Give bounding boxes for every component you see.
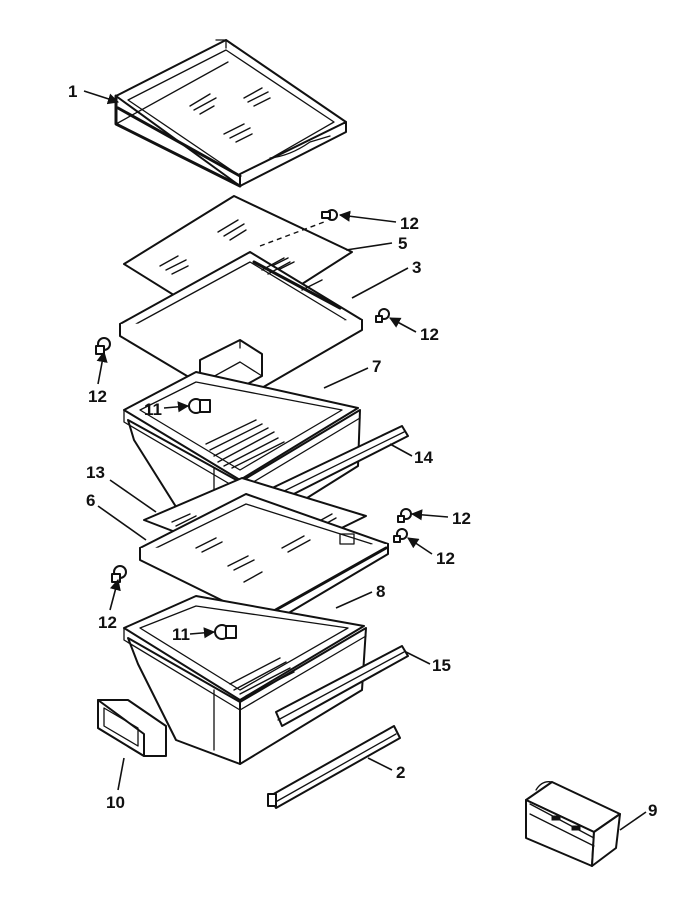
callout-12-a: 12 — [400, 214, 419, 233]
drawer-vent-grille — [205, 419, 285, 469]
callout-8: 8 — [376, 582, 385, 601]
frame-reflection-marks — [195, 535, 311, 583]
callout-12-c: 12 — [88, 387, 107, 406]
callout-6: 6 — [86, 491, 95, 510]
callout-3: 3 — [412, 258, 421, 277]
callout-7: 7 — [372, 357, 381, 376]
screw-11-lower — [214, 624, 237, 640]
callout-9: 9 — [648, 801, 657, 820]
callout-12-f: 12 — [98, 613, 117, 632]
part-8-crisper-drawer — [123, 595, 409, 765]
screw-11-upper — [188, 398, 211, 414]
part-1-shelf-assembly — [114, 39, 347, 188]
part-6-shelf-frame — [139, 493, 389, 625]
callout-5: 5 — [398, 234, 407, 253]
callout-12-e: 12 — [436, 549, 455, 568]
callout-1: 1 — [68, 82, 77, 101]
callout-14: 14 — [414, 448, 433, 467]
part-10-label-card — [97, 699, 167, 757]
screw-12-c — [95, 337, 111, 355]
part-2-trim-strip — [267, 725, 401, 809]
part-9-door-bin — [525, 781, 621, 867]
callout-labels: 1 12 5 3 12 12 7 11 14 13 6 12 12 12 8 1… — [68, 82, 657, 820]
screw-12-b — [375, 308, 390, 323]
screw-12-a — [321, 209, 338, 221]
glass-reflection-marks — [189, 87, 271, 143]
callout-13: 13 — [86, 463, 105, 482]
drawer-vent-grille — [229, 657, 295, 697]
screw-12-f — [111, 565, 127, 583]
screw-12-e — [393, 528, 408, 543]
callout-15: 15 — [432, 656, 451, 675]
callout-10: 10 — [106, 793, 125, 812]
screw-12-d — [397, 508, 412, 523]
callout-2: 2 — [396, 763, 405, 782]
callout-11-lower: 11 — [172, 625, 190, 644]
frame-reflection-marks — [261, 257, 323, 291]
leader-lines — [83, 90, 647, 831]
callout-12-d: 12 — [452, 509, 471, 528]
callout-11-upper: 11 — [144, 400, 162, 419]
callout-12-b: 12 — [420, 325, 439, 344]
